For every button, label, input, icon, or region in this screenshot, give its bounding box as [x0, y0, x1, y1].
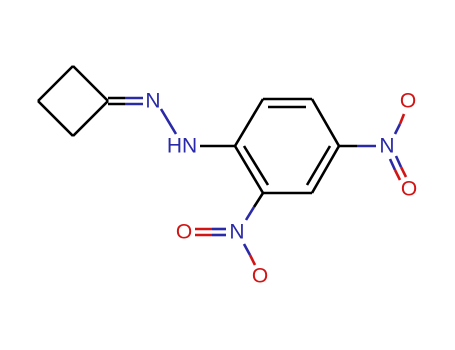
nitro-group-para: [339, 113, 408, 181]
n-o-bond: [393, 123, 402, 135]
atom-label-n: N: [379, 135, 394, 158]
atom-label-o: O: [176, 221, 192, 244]
atom-label-o: O: [401, 178, 417, 201]
n-o-double-bond: [393, 169, 402, 181]
n-o-double-bond: [388, 158, 397, 171]
c-n-bond: [252, 192, 265, 208]
c-n-bond: [244, 206, 256, 221]
ring-bond: [233, 145, 265, 194]
ring-bond: [72, 100, 109, 137]
n-n-bond: [159, 108, 178, 135]
n-o-bond: [398, 113, 406, 125]
atom-label-n: N: [229, 221, 244, 244]
aromatic-inner-bond: [305, 145, 332, 186]
n-o-double-bond: [394, 155, 403, 168]
n-o-double-bond: [399, 166, 408, 178]
ring-bond: [310, 98, 341, 147]
atom-label-o: O: [252, 265, 268, 288]
ring-bond: [233, 98, 265, 147]
ring-bond: [37, 65, 74, 102]
atom-label-n: N: [145, 90, 160, 113]
c-n-double-bond: [108, 96, 143, 106]
cyclobutane-ring: [37, 65, 109, 137]
ring-bond: [37, 100, 74, 137]
aromatic-inner-bond: [242, 145, 270, 186]
n-o-bond: [242, 243, 252, 256]
ring-bond: [72, 65, 109, 102]
benzene-ring: [233, 97, 341, 195]
ring-bond: [310, 145, 341, 194]
atom-label-o: O: [400, 90, 416, 113]
nitro-group-ortho: [195, 192, 265, 266]
atom-label-nh: HN: [167, 135, 197, 158]
n-o-bond: [248, 254, 257, 266]
